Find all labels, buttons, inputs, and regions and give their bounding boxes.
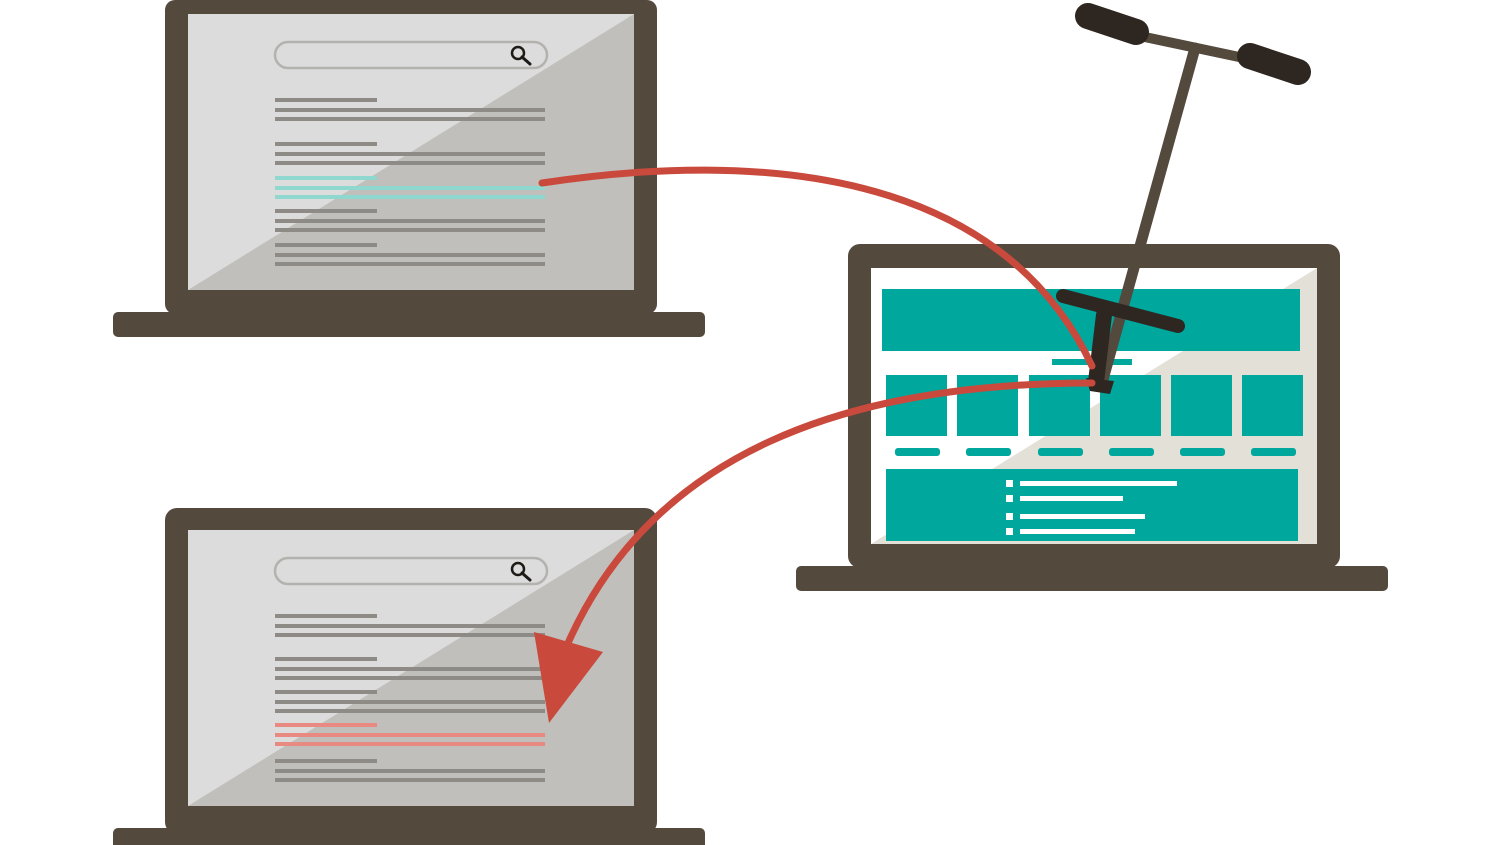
result-title xyxy=(275,98,377,102)
laptop-search-results-before xyxy=(113,0,705,337)
site-tile-caption xyxy=(1180,448,1225,456)
result-line xyxy=(275,676,545,680)
search-result[interactable] xyxy=(275,759,545,782)
result-line xyxy=(275,195,545,199)
result-line xyxy=(275,667,545,671)
site-tile-caption xyxy=(966,448,1011,456)
bullet-dot xyxy=(1006,495,1013,502)
result-line xyxy=(275,262,545,266)
search-bar[interactable] xyxy=(273,556,549,586)
result-line xyxy=(275,161,545,165)
search-result[interactable] xyxy=(275,243,545,266)
site-tile-caption xyxy=(1109,448,1154,456)
result-line xyxy=(275,733,545,737)
result-line xyxy=(275,700,545,704)
result-title xyxy=(275,614,377,618)
site-tile[interactable] xyxy=(886,375,947,436)
bullet-list xyxy=(1006,480,1177,535)
laptop-base xyxy=(796,566,1388,591)
plunger-icon xyxy=(1056,3,1311,394)
result-line xyxy=(275,253,545,257)
result-line xyxy=(275,742,545,746)
result-title xyxy=(275,142,377,146)
result-line xyxy=(275,624,545,628)
result-title xyxy=(275,723,377,727)
search-result[interactable] xyxy=(275,142,545,165)
result-line xyxy=(275,778,545,782)
result-line xyxy=(275,219,545,223)
search-result[interactable] xyxy=(275,657,545,680)
result-title xyxy=(275,657,377,661)
laptop-base xyxy=(113,312,705,337)
laptop-base xyxy=(113,828,705,845)
result-title xyxy=(275,759,377,763)
plunger-shaft xyxy=(1096,42,1201,389)
result-title xyxy=(275,176,377,180)
result-line xyxy=(275,228,545,232)
result-line xyxy=(275,186,545,190)
curved-arrow-icon xyxy=(534,166,1096,723)
result-line xyxy=(275,633,545,637)
search-bar[interactable] xyxy=(273,40,549,70)
search-result[interactable] xyxy=(275,614,545,637)
search-result-highlighted[interactable] xyxy=(275,176,545,199)
result-line xyxy=(275,769,545,773)
result-line xyxy=(275,709,545,713)
site-tile-caption xyxy=(1251,448,1296,456)
site-tile[interactable] xyxy=(1171,375,1232,436)
result-line xyxy=(275,108,545,112)
plunger-grip-left xyxy=(1075,3,1149,45)
plunger-grip-right xyxy=(1237,43,1311,85)
site-tile-caption xyxy=(1038,448,1083,456)
plunger-foot xyxy=(1088,307,1112,390)
bullet-line xyxy=(1020,496,1123,501)
bullet-dot xyxy=(1006,480,1013,487)
result-line xyxy=(275,117,545,121)
arrow-head xyxy=(534,632,603,723)
laptop-website xyxy=(796,244,1388,591)
site-tile-caption xyxy=(895,448,940,456)
search-icon[interactable] xyxy=(510,561,532,582)
search-result[interactable] xyxy=(275,98,545,121)
plunger-pedal xyxy=(1056,289,1185,333)
bullet-line xyxy=(1020,529,1135,534)
search-icon[interactable] xyxy=(510,45,532,66)
result-line xyxy=(275,152,545,156)
arrow-back-to-results xyxy=(561,379,1096,654)
search-result[interactable] xyxy=(275,209,545,232)
bullet-line xyxy=(1020,481,1177,486)
result-title xyxy=(275,243,377,247)
site-content-panel xyxy=(886,469,1298,541)
laptop-search-results-after xyxy=(113,508,705,845)
site-tile-captions xyxy=(895,448,1296,456)
search-result-demoted[interactable] xyxy=(275,723,545,746)
site-tile[interactable] xyxy=(1242,375,1303,436)
bullet-dot xyxy=(1006,513,1013,520)
bullet-dot xyxy=(1006,528,1013,535)
result-title xyxy=(275,690,377,694)
bullet-line xyxy=(1020,514,1145,519)
search-result[interactable] xyxy=(275,690,545,713)
result-title xyxy=(275,209,377,213)
arrow-to-website xyxy=(538,166,1096,370)
